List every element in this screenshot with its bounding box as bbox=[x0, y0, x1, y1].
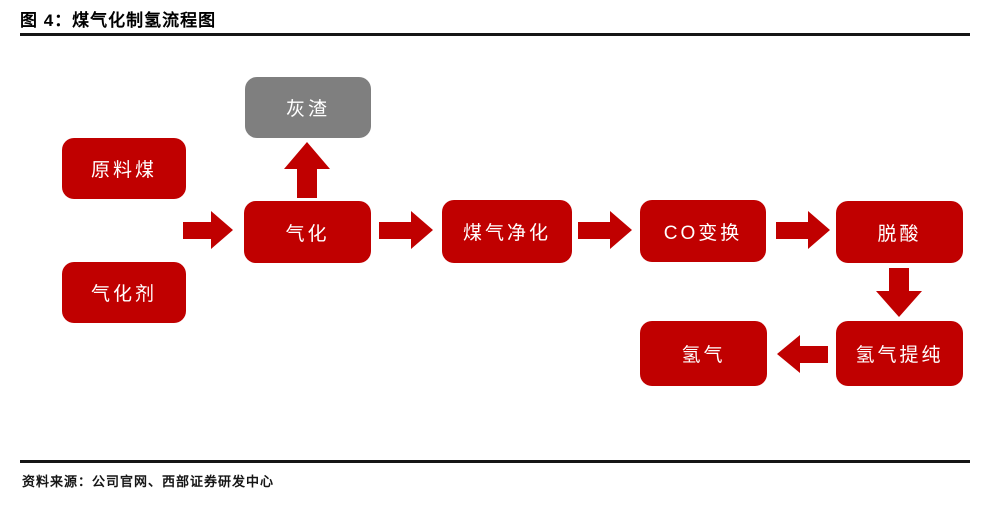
title-rule bbox=[20, 33, 970, 36]
flow-node-gas-purification: 煤气净化 bbox=[442, 200, 572, 263]
arrow-deacidification-to-hydrogen-purification-icon bbox=[876, 268, 922, 317]
arrow-gasification-to-ash-icon bbox=[284, 142, 330, 198]
figure-title: 图 4：煤气化制氢流程图 bbox=[20, 11, 217, 30]
node-label: 煤气净化 bbox=[462, 223, 551, 244]
flow-node-hydrogen-purification: 氢气提纯 bbox=[836, 321, 963, 386]
flow-node-deacidification: 脱酸 bbox=[836, 201, 963, 263]
flow-node-co-shift: CO变换 bbox=[640, 200, 766, 262]
arrow-gasification-to-gas-purification-icon bbox=[379, 211, 433, 249]
arrow-gas-purification-to-co-shift-icon bbox=[578, 211, 632, 249]
arrow-hydrogen-purification-to-hydrogen-icon bbox=[777, 335, 828, 373]
node-label: 氢气 bbox=[681, 345, 726, 366]
node-label: 灰渣 bbox=[285, 99, 330, 120]
node-label: 氢气提纯 bbox=[855, 345, 944, 366]
flow-node-raw-coal: 原料煤 bbox=[62, 138, 186, 199]
source-text: 资料来源：公司官网、西部证券研发中心 bbox=[22, 474, 275, 489]
node-label: 气化剂 bbox=[90, 284, 157, 305]
node-label: 原料煤 bbox=[90, 160, 157, 181]
flow-node-gasification-agent: 气化剂 bbox=[62, 262, 186, 323]
arrow-feed-to-gasification-icon bbox=[183, 211, 233, 249]
node-label: 脱酸 bbox=[877, 223, 922, 245]
node-label: 气化 bbox=[285, 223, 330, 245]
arrow-co-shift-to-deacidification-icon bbox=[776, 211, 830, 249]
footer-rule bbox=[20, 460, 970, 463]
node-label: CO变换 bbox=[663, 222, 743, 244]
flow-node-hydrogen: 氢气 bbox=[640, 321, 767, 386]
flow-node-gasification: 气化 bbox=[244, 201, 371, 263]
flow-node-ash: 灰渣 bbox=[245, 77, 371, 138]
